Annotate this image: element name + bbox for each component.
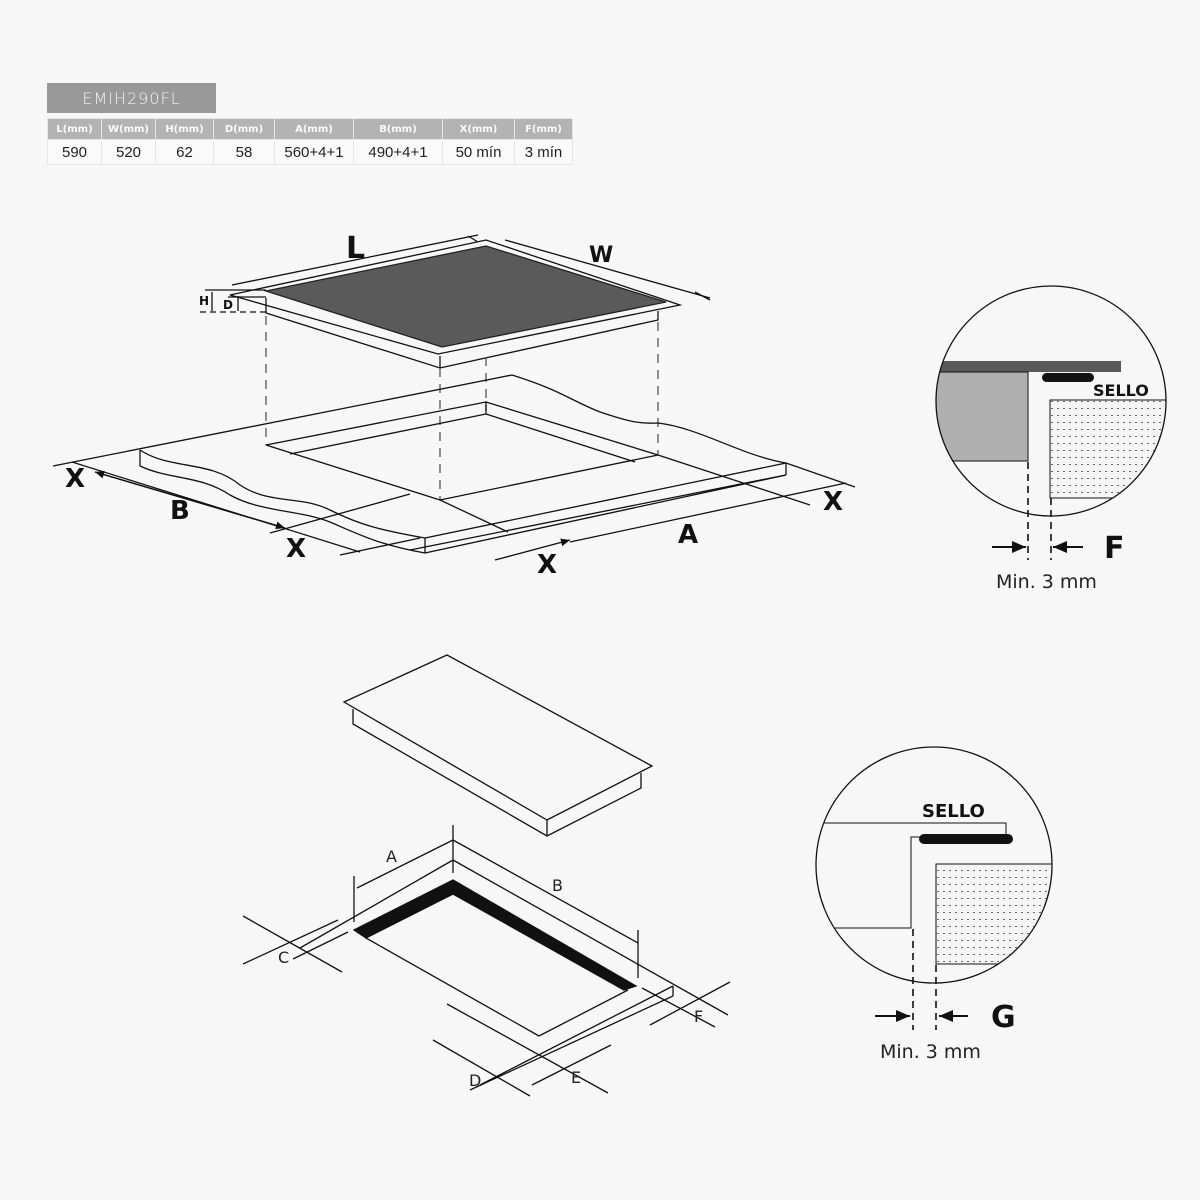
seal-label-f: SELLO	[1093, 381, 1149, 400]
header-l: L(mm)	[48, 119, 101, 139]
header-b: B(mm)	[354, 119, 442, 139]
seal-outline	[352, 879, 638, 991]
top-hob-diagram	[52, 234, 856, 561]
label-a-bottom: A	[386, 847, 397, 866]
label-f-bottom: F	[694, 1007, 703, 1026]
label-a: A	[678, 520, 698, 550]
gap-label-f: F	[1104, 531, 1125, 566]
spec-value-row: 590 520 62 58 560+4+1 490+4+1 50 mín 3 m…	[48, 140, 572, 164]
dimension-line-a	[569, 482, 847, 543]
hob-body-section	[936, 371, 1029, 462]
label-h: H	[199, 294, 209, 308]
detail-g-diagram	[815, 746, 1053, 1030]
countertop-section	[935, 863, 1052, 965]
value-d: 58	[214, 140, 274, 164]
countertop-section	[1049, 399, 1166, 499]
bottom-hob-diagram	[242, 654, 731, 1097]
label-e: E	[571, 1068, 581, 1087]
gap-label-g: G	[991, 1000, 1016, 1035]
min-label-f: Min. 3 mm	[996, 571, 1097, 593]
dimension-line-w	[504, 239, 711, 299]
header-f: F(mm)	[515, 119, 572, 139]
label-d-bottom: D	[469, 1071, 481, 1090]
detail-f-diagram	[935, 285, 1167, 560]
dimension-line-l	[231, 234, 479, 286]
value-h: 62	[156, 140, 213, 164]
value-x: 50 mín	[443, 140, 514, 164]
value-w: 520	[102, 140, 155, 164]
projection-lines	[265, 316, 659, 500]
header-x: X(mm)	[443, 119, 514, 139]
value-b: 490+4+1	[354, 140, 442, 164]
label-c: C	[278, 948, 289, 967]
model-name-tag: EMIH290FL	[47, 83, 216, 113]
label-x-left: X	[65, 464, 85, 494]
value-a: 560+4+1	[275, 140, 353, 164]
hob-top	[342, 654, 654, 821]
countertop-wave-right	[511, 374, 787, 464]
hob-glass	[263, 245, 667, 348]
value-f: 3 mín	[515, 140, 572, 164]
header-w: W(mm)	[102, 119, 155, 139]
label-x-right: X	[823, 487, 843, 517]
label-x-front: X	[537, 550, 557, 580]
countertop-wave-left	[139, 449, 426, 539]
cutout-edge	[265, 401, 487, 455]
value-l: 590	[48, 140, 101, 164]
header-a: A(mm)	[275, 119, 353, 139]
header-d: D(mm)	[214, 119, 274, 139]
min-label-g: Min. 3 mm	[880, 1041, 981, 1063]
seal-label-g: SELLO	[922, 801, 985, 822]
countertop-back-edge	[52, 374, 513, 467]
label-l: L	[346, 231, 365, 266]
seal-strip	[1042, 373, 1094, 382]
label-b-bottom: B	[552, 876, 563, 895]
header-h: H(mm)	[156, 119, 213, 139]
spec-header-row: L(mm) W(mm) H(mm) D(mm) A(mm) B(mm) X(mm…	[48, 119, 572, 139]
label-x-mid: X	[286, 534, 306, 564]
hob-glass-section	[936, 361, 1121, 372]
label-w: W	[589, 243, 613, 268]
seal-strip	[919, 834, 1013, 844]
label-b: B	[170, 496, 190, 526]
label-d: D	[223, 298, 233, 312]
spec-table: L(mm) W(mm) H(mm) D(mm) A(mm) B(mm) X(mm…	[47, 118, 573, 165]
